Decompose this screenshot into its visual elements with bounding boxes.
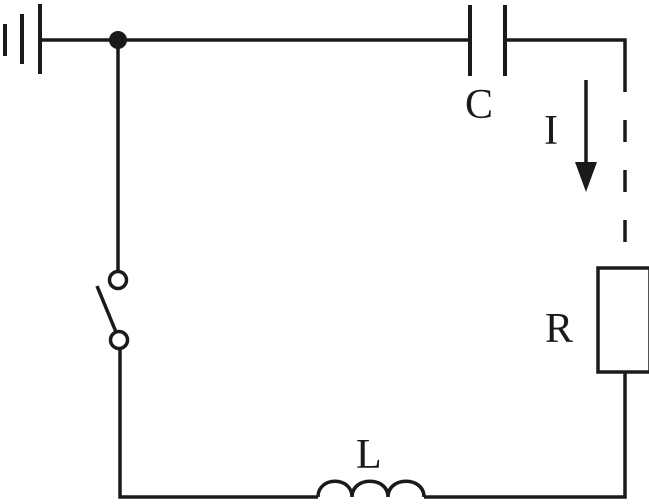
ground-icon [3, 4, 42, 74]
capacitor-label: C [465, 82, 493, 128]
switch-icon [95, 269, 130, 351]
inductor-label: L [356, 432, 382, 478]
resistor-icon [596, 266, 649, 374]
current-arrow-icon [575, 80, 597, 192]
capacitor-icon [468, 5, 507, 76]
top-wire-right [505, 38, 627, 92]
inductor-icon [316, 479, 426, 498]
bottom-wire-right [424, 372, 627, 499]
resistor-label: R [545, 306, 573, 352]
current-label: I [544, 108, 558, 154]
bottom-wire-left [118, 349, 318, 499]
